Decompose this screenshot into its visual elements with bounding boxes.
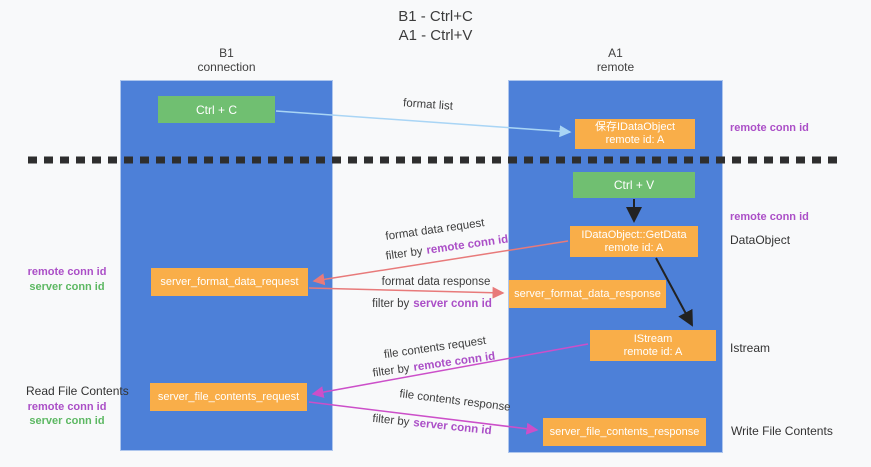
filter-by-text: filter by <box>385 245 424 263</box>
filter-by-text: filter by <box>371 412 410 429</box>
edge-label-format-list: format list <box>402 97 454 113</box>
title-line-2: A1 - Ctrl+V <box>398 27 473 44</box>
column-a1-subtitle: remote <box>596 60 635 74</box>
node-istream-line1: IStream <box>633 332 673 345</box>
node-ctrl-c-label: Ctrl + C <box>195 102 237 117</box>
annotation-left-server-1: server conn id <box>29 281 105 293</box>
edge-label-format-data-response: format data response <box>381 276 491 288</box>
annotation-left-server-2: server conn id <box>29 415 105 427</box>
remote-conn-id-text: remote conn id <box>425 233 509 257</box>
filter-by-text: filter by <box>372 298 410 310</box>
node-server-file-contents-response: server_file_contents_response <box>543 418 706 446</box>
annotation-left-conn-ids-1: remote conn id server conn id <box>22 265 112 295</box>
node-server-format-data-request: server_format_data_request <box>151 268 308 296</box>
node-idataobject-getdata: IDataObject::GetData remote id: A <box>570 226 698 257</box>
node-format-response-label: server_format_data_response <box>514 287 661 300</box>
node-ctrl-v-label: Ctrl + V <box>613 178 655 192</box>
diagram-title: B1 - Ctrl+C A1 - Ctrl+V <box>0 7 871 45</box>
node-save-idataobject-line2: remote id: A <box>605 134 665 146</box>
column-header-b1: B1 connection <box>120 46 333 74</box>
edge-label-file-contents-response: file contents response <box>398 388 512 414</box>
title-line-1: B1 - Ctrl+C <box>398 8 473 25</box>
node-save-idataobject-line1: 保存IDataObject <box>594 121 676 133</box>
server-conn-id-text: server conn id <box>413 298 492 310</box>
annotation-istream: Istream <box>730 341 771 355</box>
node-getdata-line1: IDataObject::GetData <box>581 228 687 241</box>
annotation-left-remote-2: remote conn id <box>27 401 107 413</box>
node-istream-line2: remote id: A <box>623 345 683 358</box>
node-save-idataobject: 保存IDataObject remote id: A <box>575 119 695 149</box>
column-b1-subtitle: connection <box>197 60 256 74</box>
column-a1-name: A1 <box>608 46 623 60</box>
node-file-response-label: server_file_contents_response <box>549 425 700 438</box>
node-getdata-line2: remote id: A <box>604 241 664 254</box>
filter-by-text: filter by <box>372 362 411 380</box>
annotation-write-file-contents: Write File Contents <box>731 424 833 438</box>
node-format-request-label: server_format_data_request <box>160 275 299 288</box>
server-conn-id-text: server conn id <box>412 417 493 438</box>
annotation-remote-conn-id-mid: remote conn id <box>730 211 809 223</box>
node-ctrl-v: Ctrl + V <box>573 172 695 198</box>
node-server-format-data-response: server_format_data_response <box>509 280 666 308</box>
annotation-left-conn-ids-2: remote conn id server conn id <box>22 400 112 428</box>
node-file-request-label: server_file_contents_request <box>157 390 300 403</box>
column-b1-name: B1 <box>219 46 234 60</box>
node-server-file-contents-request: server_file_contents_request <box>150 383 307 411</box>
annotation-read-file-contents: Read File Contents <box>26 384 129 398</box>
annotation-remote-conn-id-top: remote conn id <box>730 122 809 134</box>
node-istream: IStream remote id: A <box>590 330 716 361</box>
node-ctrl-c: Ctrl + C <box>158 96 275 123</box>
format-data-response-arrow <box>308 286 505 299</box>
column-header-a1: A1 remote <box>508 46 723 74</box>
annotation-left-remote-1: remote conn id <box>27 266 107 278</box>
annotation-dataobject: DataObject <box>730 233 791 247</box>
